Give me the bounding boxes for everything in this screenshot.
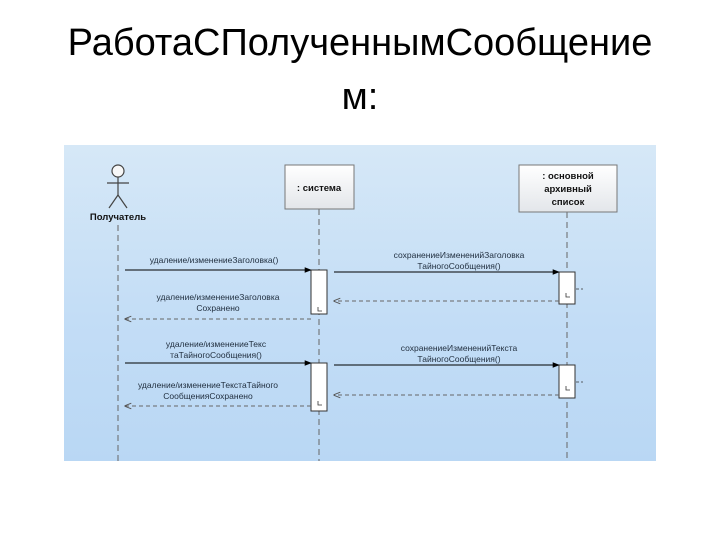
actor-icon xyxy=(107,164,129,209)
message-5-label-2: таТайногоСообщения() xyxy=(170,350,262,360)
message-8-label-2: СообщенияСохранено xyxy=(163,391,253,401)
object-archive: : основной архивный список xyxy=(518,164,618,213)
slide-title-line-2: м: xyxy=(341,76,379,118)
message-8-label-1: удаление/изменениеТекстаТайного xyxy=(138,380,278,390)
object-archive-label-2: архивный xyxy=(544,184,592,195)
return-markers xyxy=(317,288,583,406)
object-archive-label-3: список xyxy=(552,197,585,208)
object-system-label: : система xyxy=(297,183,342,194)
activation-system-2 xyxy=(310,362,328,412)
actor-receiver: Получатель xyxy=(90,164,146,223)
message-4-label-2: Сохранено xyxy=(196,303,240,313)
object-archive-label-1: : основной xyxy=(542,171,594,182)
message-6-label-2: ТайногоСообщения() xyxy=(417,354,500,364)
message-2-label-2: ТайногоСообщения() xyxy=(417,261,500,271)
activation-archive-2 xyxy=(558,364,576,399)
actor-name: Получатель xyxy=(90,212,146,223)
message-5-label-1: удаление/изменениеТекс xyxy=(166,339,267,349)
slide-title-line-1: РаботаСПолученнымСообщение xyxy=(67,22,653,64)
activation-system-1 xyxy=(310,269,328,315)
message-6-label-1: сохранениеИзмененийТекста xyxy=(401,343,518,353)
slide-title: РаботаСПолученнымСообщение м: xyxy=(30,16,690,124)
message-1-label: удаление/изменениеЗаголовка() xyxy=(150,255,279,265)
activation-archive-1 xyxy=(558,271,576,305)
sequence-diagram: Получатель : система : основной архивный… xyxy=(64,145,656,461)
object-system: : система xyxy=(284,164,355,210)
message-2-label-1: сохранениеИзмененийЗаголовка xyxy=(394,250,525,260)
message-4-label-1: удаление/изменениеЗаголовка xyxy=(157,292,280,302)
sequence-diagram-canvas: Получатель : система : основной архивный… xyxy=(90,164,618,461)
